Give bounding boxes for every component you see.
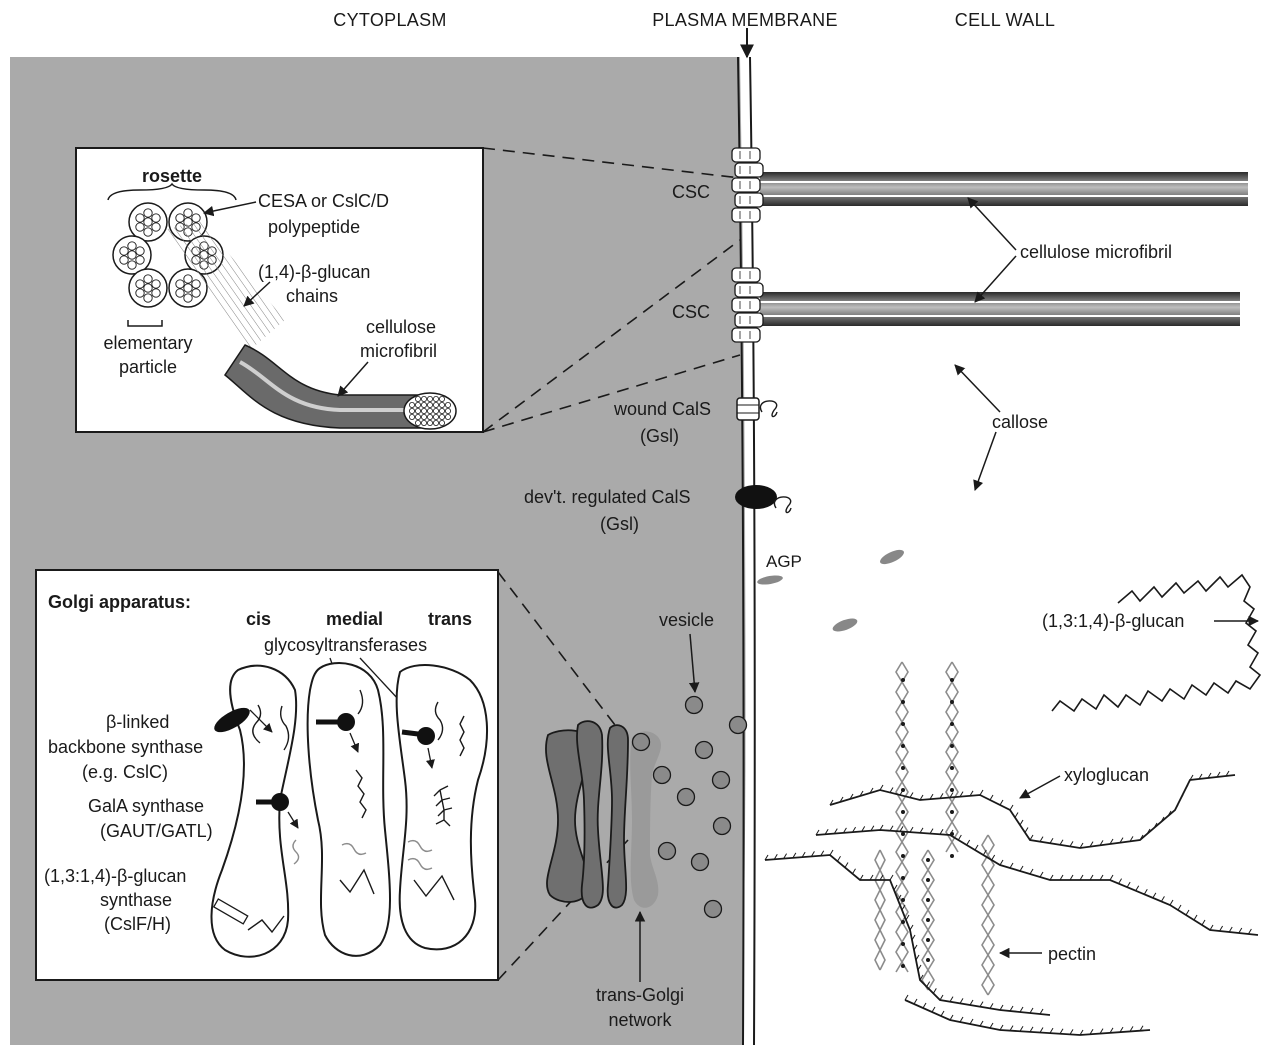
header-cell-wall: CELL WALL xyxy=(955,10,1055,30)
xyloglucan-arrow xyxy=(1020,776,1060,798)
csc-subunit xyxy=(735,163,763,177)
csc-label-2: CSC xyxy=(672,302,710,322)
devt-cals-gsl: (Gsl) xyxy=(600,514,639,534)
agp-molecule-3 xyxy=(831,616,859,634)
golgi-trans-label: trans xyxy=(428,609,472,629)
gala-label-line2: (GAUT/GATL) xyxy=(100,821,213,841)
csc-complex-1 xyxy=(732,148,763,222)
vesicle xyxy=(692,854,709,871)
callose-arrow-2 xyxy=(975,432,996,490)
agp-molecule-1 xyxy=(757,574,784,586)
cesa-label-line1: CESA or CslC/D xyxy=(258,191,389,211)
csc-subunit xyxy=(732,268,760,282)
pectin-label: pectin xyxy=(1048,944,1096,964)
callose-helix-2 xyxy=(774,497,791,513)
xyloglucan-strand xyxy=(816,830,1258,935)
csc-subunit xyxy=(735,193,763,207)
mlg-label-line3: (CslF/H) xyxy=(104,914,171,934)
vesicle-label: vesicle xyxy=(659,610,714,630)
vesicle xyxy=(659,843,676,860)
mixed-glucan-label: (1,3:1,4)-β-glucan xyxy=(1042,611,1184,631)
microfibril-label-line2: microfibril xyxy=(360,341,437,361)
csc-complex-2 xyxy=(732,268,763,342)
cisterna-trans xyxy=(397,665,487,949)
agp-molecule-2 xyxy=(878,547,906,567)
csc-subunit xyxy=(732,298,760,312)
cellulose-microfibril-2 xyxy=(760,292,1240,326)
xyloglucan-strand xyxy=(765,855,1050,1015)
cellulose-microfibril-label: cellulose microfibril xyxy=(1020,242,1172,262)
csc-subunit xyxy=(732,208,760,222)
vesicle xyxy=(730,717,747,734)
cesa-label-line2: polypeptide xyxy=(268,217,360,237)
backbone-label-line1: β-linked xyxy=(106,712,169,732)
wound-cals-gsl: (Gsl) xyxy=(640,426,679,446)
devt-cals-label: dev't. regulated CalS xyxy=(524,487,691,507)
particle-label-line2: particle xyxy=(119,357,177,377)
glycosyltransferases-label: glycosyltransferases xyxy=(264,635,427,655)
golgi-cis-label: cis xyxy=(246,609,271,629)
golgi-inset: Golgi apparatus: cis medial trans glycos… xyxy=(36,570,498,980)
inset-microfibril-end xyxy=(404,393,456,429)
xyloglucan-strand xyxy=(905,1000,1150,1035)
vesicle xyxy=(696,742,713,759)
header-plasma-membrane: PLASMA MEMBRANE xyxy=(652,10,838,30)
cellulose-microfibril-1 xyxy=(760,172,1248,206)
csc-subunit xyxy=(732,148,760,162)
vesicle xyxy=(686,697,703,714)
vesicle xyxy=(654,767,671,784)
vesicle xyxy=(705,901,722,918)
mlg-label-line1: (1,3:1,4)-β-glucan xyxy=(44,866,186,886)
golgi-title: Golgi apparatus: xyxy=(48,592,191,612)
callose-arrow-1 xyxy=(955,365,1000,412)
golgi-stack xyxy=(546,721,628,908)
tgn-label-line2: network xyxy=(608,1010,672,1030)
csc-subunit xyxy=(735,283,763,297)
backbone-label-line2: backbone synthase xyxy=(48,737,203,757)
glucan-label-line2: chains xyxy=(286,286,338,306)
xyloglucan-network xyxy=(765,771,1258,1035)
microfibril-label-line1: cellulose xyxy=(366,317,436,337)
agp-label: AGP xyxy=(766,552,802,571)
vesicle xyxy=(713,772,730,789)
vesicle xyxy=(678,789,695,806)
glucan-label-line1: (1,4)-β-glucan xyxy=(258,262,370,282)
header-cytoplasm: CYTOPLASM xyxy=(333,10,446,30)
pectin-strand xyxy=(875,850,885,970)
vesicle xyxy=(633,734,650,751)
csc-subunit xyxy=(732,328,760,342)
wound-cals-complex xyxy=(737,398,759,420)
rosette-inset: rosette CESA or CslC/D polypeptide (1,4)… xyxy=(76,148,483,432)
mixed-linkage-glucan xyxy=(1052,575,1260,711)
xyloglucan-strand xyxy=(830,775,1235,848)
mlg-label-line2: synthase xyxy=(100,890,172,910)
particle-label-line1: elementary xyxy=(103,333,192,353)
csc-label-1: CSC xyxy=(672,182,710,202)
wound-cals-label: wound CalS xyxy=(613,399,711,419)
gala-label-line1: GalA synthase xyxy=(88,796,204,816)
callose-label: callose xyxy=(992,412,1048,432)
xyloglucan-label: xyloglucan xyxy=(1064,765,1149,785)
vesicle xyxy=(714,818,731,835)
pectin-network xyxy=(875,662,994,995)
tgn-label-line1: trans-Golgi xyxy=(596,985,684,1005)
csc-subunit xyxy=(735,313,763,327)
csc-subunit xyxy=(732,178,760,192)
callose-helix-1 xyxy=(760,401,777,417)
devt-cals-complex xyxy=(735,485,777,509)
backbone-label-line3: (e.g. CslC) xyxy=(82,762,168,782)
golgi-medial-label: medial xyxy=(326,609,383,629)
